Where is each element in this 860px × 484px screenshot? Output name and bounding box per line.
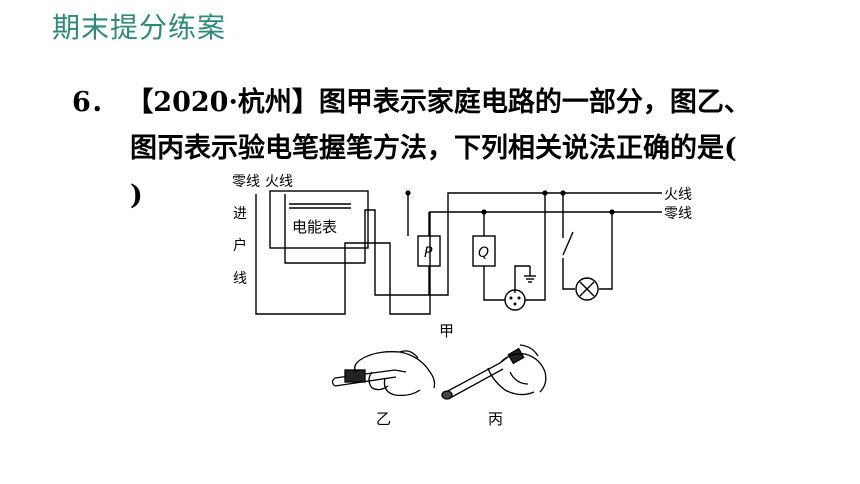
caption-yi: 乙 xyxy=(376,410,391,428)
question-line-1: 6． 【2020·杭州】图甲表示家庭电路的一部分，图乙、 xyxy=(72,80,751,119)
hand-bing-illustration xyxy=(441,344,547,400)
label-q: Q xyxy=(478,245,489,261)
label-neutral-out: 零线 xyxy=(664,206,692,222)
page-header-title: 期末提分练案 xyxy=(52,11,227,44)
circuit-wires xyxy=(255,190,662,315)
label-neutral-in: 零线 xyxy=(232,174,260,190)
hand-yi-illustration xyxy=(331,350,436,397)
junction-dots xyxy=(405,190,615,215)
meter-label: 电能表 xyxy=(292,218,337,236)
question-text-1: 【2020·杭州】图甲表示家庭电路的一部分，图乙、 xyxy=(139,87,751,118)
question-line-2: 图丙表示验电笔握笔方法，下列相关说法正确的是( xyxy=(130,133,737,164)
label-live-in: 火线 xyxy=(265,174,293,190)
socket-icon xyxy=(504,289,526,311)
caption-bing: 丙 xyxy=(488,410,503,428)
question-number: 6． xyxy=(72,87,118,118)
label-entry-1: 进 xyxy=(233,206,247,222)
label-entry-3: 线 xyxy=(233,271,247,287)
question-line-3: ) xyxy=(130,180,143,211)
label-entry-2: 户 xyxy=(233,237,247,254)
lamp-icon xyxy=(575,277,599,301)
label-live-out: 火线 xyxy=(664,187,692,203)
label-p: P xyxy=(424,245,433,261)
caption-jia: 甲 xyxy=(439,322,454,340)
